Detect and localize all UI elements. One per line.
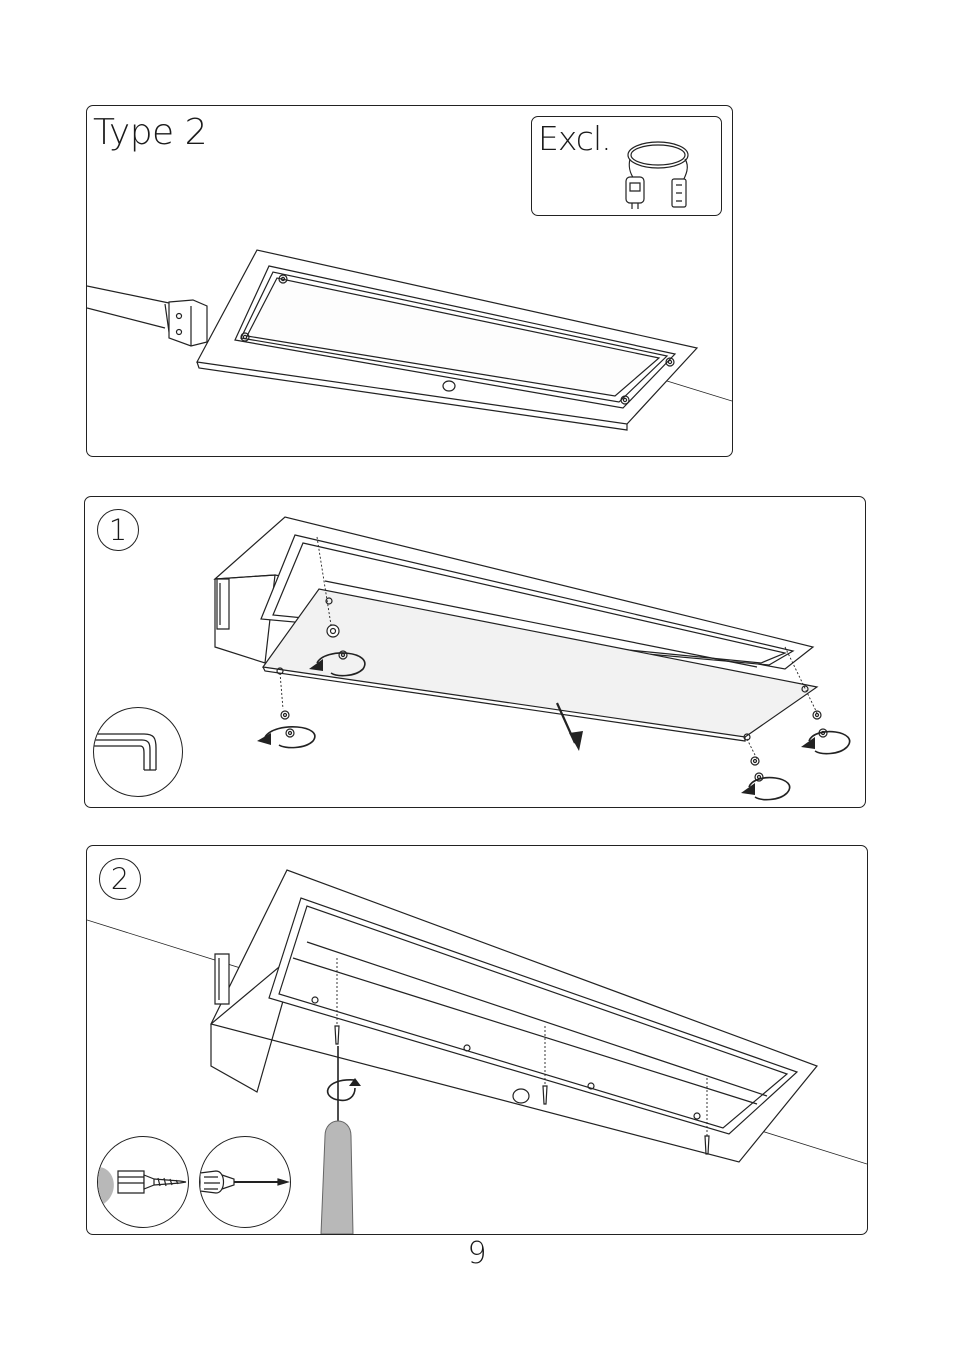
step-2-panel: 2 — [86, 845, 868, 1235]
screwdriver-icon — [199, 1136, 291, 1228]
allen-key-icon — [93, 707, 183, 797]
excluded-parts-box: Excl. — [531, 116, 722, 216]
step-1-panel: 1 — [84, 496, 866, 808]
remove-cover-drawing — [85, 497, 865, 807]
power-cable-icon — [532, 117, 721, 215]
type-2-panel: Type 2 — [86, 105, 733, 457]
page-number: 9 — [0, 1236, 954, 1271]
power-drill-icon — [97, 1136, 189, 1228]
